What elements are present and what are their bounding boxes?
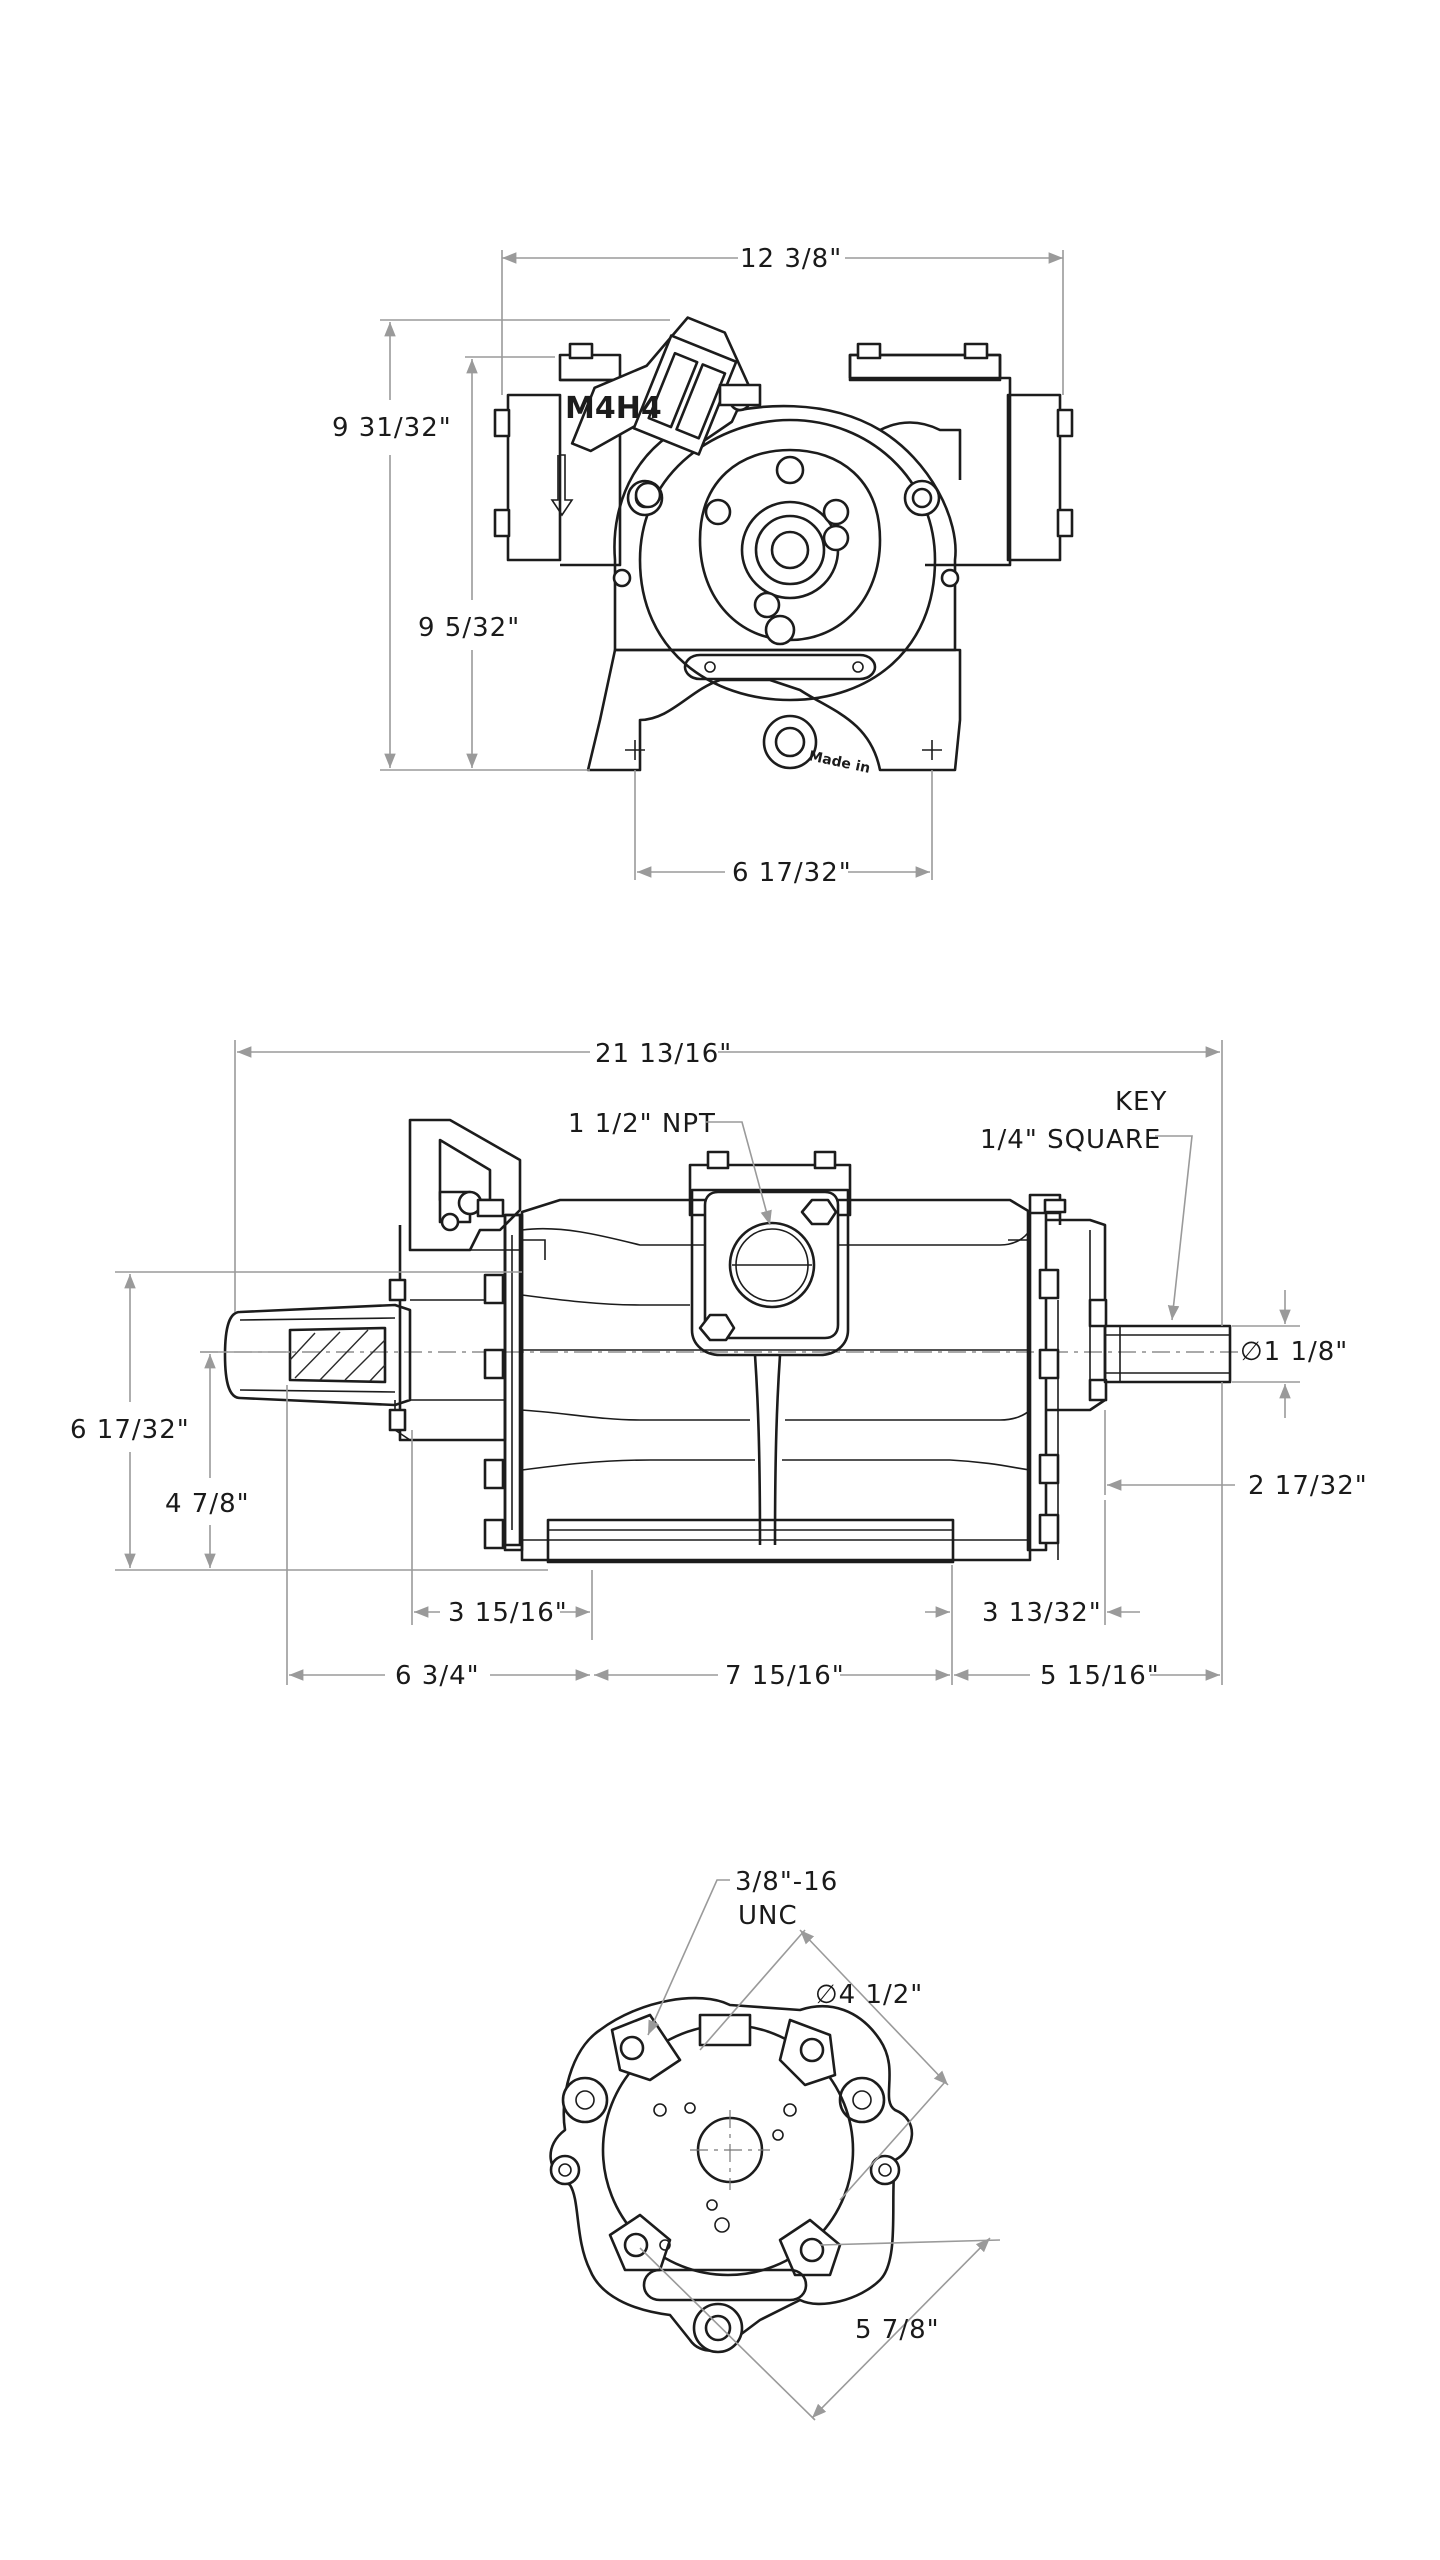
- label-port-npt: 1 1/2" NPT: [568, 1109, 716, 1139]
- flange-view-body: [549, 1996, 914, 2354]
- label-thread-type: UNC: [738, 1901, 798, 1931]
- dim-side-length: 21 13/16": [595, 1039, 732, 1069]
- dim-shaft-center-height: 4 7/8": [165, 1489, 250, 1519]
- dim-pilot-diameter: ∅4 1/2": [815, 1980, 923, 2010]
- side-view: 21 13/16" 1 1/2" NPT KEY 1/4" SQUARE ∅1 …: [70, 1039, 1368, 1691]
- brand-logo-text: M4H4: [565, 391, 662, 426]
- side-view-dimensions: 21 13/16" 1 1/2" NPT KEY 1/4" SQUARE ∅1 …: [70, 1039, 1368, 1691]
- front-view: M4H4 Made in 12 3/8" 9 31/32": [332, 244, 1074, 888]
- dim-foot-spacing: 6 17/32": [732, 858, 852, 888]
- label-thread-size: 3/8"-16: [735, 1867, 838, 1897]
- dim-front-width: 12 3/8": [740, 244, 842, 274]
- front-view-dimensions: 12 3/8" 9 31/32" 9 5/32" 6 17/32": [332, 244, 1064, 888]
- made-in-label: Made in: [807, 748, 872, 777]
- dim-front-height: 9 31/32": [332, 413, 452, 443]
- front-view-body: M4H4 Made in: [493, 316, 1074, 777]
- dim-shaft-extension: 2 17/32": [1248, 1471, 1368, 1501]
- dim-shaft-diameter: ∅1 1/8": [1240, 1337, 1348, 1367]
- dim-front-port-height: 9 5/32": [418, 613, 520, 643]
- dim-right-section: 5 15/16": [1040, 1661, 1160, 1691]
- dim-side-height: 6 17/32": [70, 1415, 190, 1445]
- solenoid-valve: [570, 316, 762, 509]
- dim-left-section: 6 3/4": [395, 1661, 480, 1691]
- flange-view: 3/8"-16 UNC ∅4 1/2" 5 7/8": [549, 1867, 1001, 2421]
- side-view-body: [200, 1118, 1240, 1564]
- flange-view-dimensions: 3/8"-16 UNC ∅4 1/2" 5 7/8": [639, 1867, 1001, 2421]
- dim-right-offset: 3 13/32": [982, 1598, 1102, 1628]
- dim-left-offset: 3 15/16": [448, 1598, 568, 1628]
- dim-bolt-spacing: 5 7/8": [855, 2315, 940, 2345]
- dim-middle-section: 7 15/16": [725, 1661, 845, 1691]
- label-key: KEY: [1115, 1087, 1167, 1117]
- label-key-square: 1/4" SQUARE: [980, 1125, 1161, 1155]
